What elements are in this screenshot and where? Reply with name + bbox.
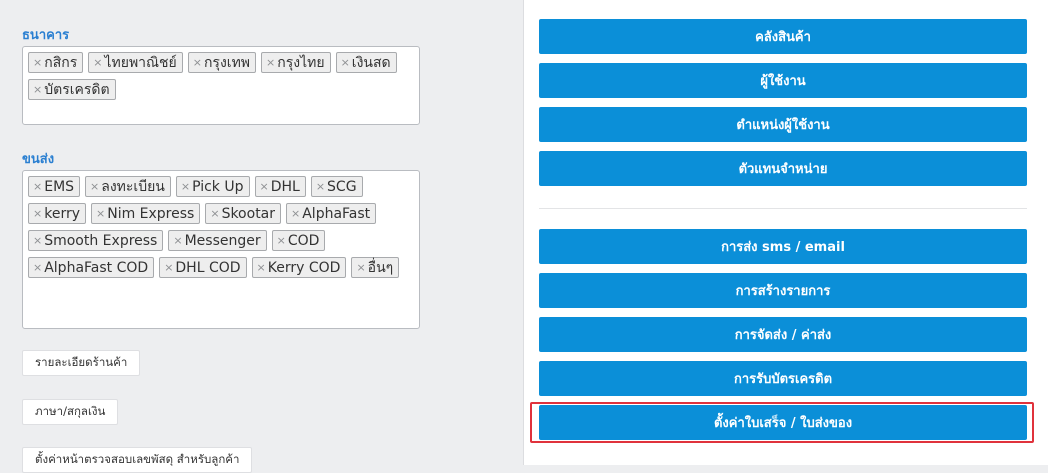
- bank-tag[interactable]: ×กสิกร: [28, 52, 84, 73]
- remove-tag-icon[interactable]: ×: [33, 56, 43, 69]
- shipping-tag[interactable]: ×Messenger: [168, 230, 267, 251]
- remove-tag-icon[interactable]: ×: [315, 180, 326, 193]
- tag-label: ลงทะเบียน: [101, 178, 165, 195]
- tag-label: กรุงเทพ: [203, 54, 251, 71]
- tag-label: COD: [287, 232, 320, 249]
- tag-label: กรุงไทย: [277, 54, 325, 71]
- remove-tag-icon[interactable]: ×: [180, 180, 191, 193]
- remove-tag-icon[interactable]: ×: [259, 180, 269, 193]
- bank-tag[interactable]: ×กรุงไทย: [261, 52, 331, 73]
- shipping-tag[interactable]: ×kerry: [28, 203, 86, 224]
- shipping-section-label: ขนส่ง: [22, 152, 55, 167]
- tag-label: SCG: [327, 178, 357, 195]
- receipt-settings-button[interactable]: ตั้งค่าใบเสร็จ / ใบส่งของ: [539, 405, 1027, 440]
- bank-tag[interactable]: ×เงินสด: [335, 52, 397, 73]
- bank-tag[interactable]: ×กรุงเทพ: [187, 52, 257, 73]
- create-list-button[interactable]: การสร้างรายการ: [539, 273, 1027, 308]
- bank-tag[interactable]: ×บัตรเครดิต: [28, 79, 116, 100]
- language-currency-button[interactable]: ภาษา/สกุลเงิน: [22, 399, 119, 425]
- remove-tag-icon[interactable]: ×: [33, 234, 43, 247]
- remove-tag-icon[interactable]: ×: [96, 207, 106, 220]
- tag-label: AlphaFast: [302, 205, 371, 222]
- tag-label: Smooth Express: [44, 232, 158, 249]
- bank-tag-input[interactable]: ×กสิกร×ไทยพาณิชย์×กรุงเทพ×กรุงไทย×เงินสด…: [22, 46, 420, 125]
- shipping-tag[interactable]: ×Skootar: [205, 203, 282, 224]
- tracking-page-settings-button[interactable]: ตั้งค่าหน้าตรวจสอบเลขพัสดุ สำหรับลูกค้า: [22, 447, 253, 473]
- shipping-tag[interactable]: ×อื่นๆ: [351, 257, 400, 278]
- remove-tag-icon[interactable]: ×: [33, 261, 43, 274]
- tag-label: Nim Express: [107, 205, 195, 222]
- remove-tag-icon[interactable]: ×: [256, 261, 266, 274]
- tag-label: AlphaFast COD: [44, 259, 149, 276]
- shipping-tag-input[interactable]: ×EMS×ลงทะเบียน×Pick Up×DHL×SCG×kerry×Nim…: [22, 170, 420, 329]
- delivery-fee-button[interactable]: การจัดส่ง / ค่าส่ง: [539, 317, 1027, 352]
- remove-tag-icon[interactable]: ×: [340, 56, 350, 69]
- tag-label: บัตรเครดิต: [44, 81, 110, 98]
- bank-tag[interactable]: ×ไทยพาณิชย์: [88, 52, 183, 73]
- bank-section-label: ธนาคาร: [22, 28, 70, 43]
- remove-tag-icon[interactable]: ×: [93, 56, 103, 69]
- shop-details-button[interactable]: รายละเอียดร้านค้า: [22, 350, 141, 376]
- shipping-tag[interactable]: ×EMS: [28, 176, 81, 197]
- remove-tag-icon[interactable]: ×: [356, 261, 366, 274]
- remove-tag-icon[interactable]: ×: [173, 234, 183, 247]
- remove-tag-icon[interactable]: ×: [291, 207, 301, 220]
- tag-label: DHL COD: [175, 259, 241, 276]
- remove-tag-icon[interactable]: ×: [192, 56, 202, 69]
- tag-label: กสิกร: [44, 54, 78, 71]
- shipping-tag[interactable]: ×DHL: [254, 176, 306, 197]
- tag-label: เงินสด: [351, 54, 391, 71]
- shipping-tag[interactable]: ×Smooth Express: [28, 230, 164, 251]
- divider: [539, 208, 1027, 209]
- shipping-tag[interactable]: ×Pick Up: [175, 176, 250, 197]
- shipping-tag[interactable]: ×ลงทะเบียน: [85, 176, 171, 197]
- remove-tag-icon[interactable]: ×: [33, 83, 43, 96]
- remove-tag-icon[interactable]: ×: [33, 207, 43, 220]
- tag-label: Messenger: [184, 232, 261, 249]
- shipping-tag[interactable]: ×AlphaFast: [286, 203, 377, 224]
- tag-label: อื่นๆ: [367, 259, 394, 276]
- tag-label: EMS: [44, 178, 75, 195]
- remove-tag-icon[interactable]: ×: [266, 56, 276, 69]
- shipping-tag[interactable]: ×Kerry COD: [251, 257, 347, 278]
- credit-card-button[interactable]: การรับบัตรเครดิต: [539, 361, 1027, 396]
- sms-email-button[interactable]: การส่ง sms / email: [539, 229, 1027, 264]
- shipping-tag[interactable]: ×DHL COD: [159, 257, 247, 278]
- tag-label: DHL: [270, 178, 300, 195]
- remove-tag-icon[interactable]: ×: [164, 261, 174, 274]
- warehouse-button[interactable]: คลังสินค้า: [539, 19, 1027, 54]
- shipping-tag[interactable]: ×COD: [271, 230, 326, 251]
- remove-tag-icon[interactable]: ×: [33, 180, 43, 193]
- tag-label: Pick Up: [192, 178, 244, 195]
- tag-label: kerry: [44, 205, 80, 222]
- remove-tag-icon[interactable]: ×: [90, 180, 100, 193]
- shipping-tag[interactable]: ×Nim Express: [91, 203, 201, 224]
- dealers-button[interactable]: ตัวแทนจำหน่าย: [539, 151, 1027, 186]
- tag-label: Skootar: [221, 205, 276, 222]
- users-button[interactable]: ผู้ใช้งาน: [539, 63, 1027, 98]
- user-positions-button[interactable]: ตำแหน่งผู้ใช้งาน: [539, 107, 1027, 142]
- tag-label: Kerry COD: [267, 259, 341, 276]
- remove-tag-icon[interactable]: ×: [276, 234, 286, 247]
- shipping-tag[interactable]: ×SCG: [310, 176, 363, 197]
- remove-tag-icon[interactable]: ×: [210, 207, 220, 220]
- left-panel: ธนาคาร ×กสิกร×ไทยพาณิชย์×กรุงเทพ×กรุงไทย…: [0, 0, 522, 473]
- shipping-tag[interactable]: ×AlphaFast COD: [28, 257, 155, 278]
- tag-label: ไทยพาณิชย์: [104, 54, 177, 71]
